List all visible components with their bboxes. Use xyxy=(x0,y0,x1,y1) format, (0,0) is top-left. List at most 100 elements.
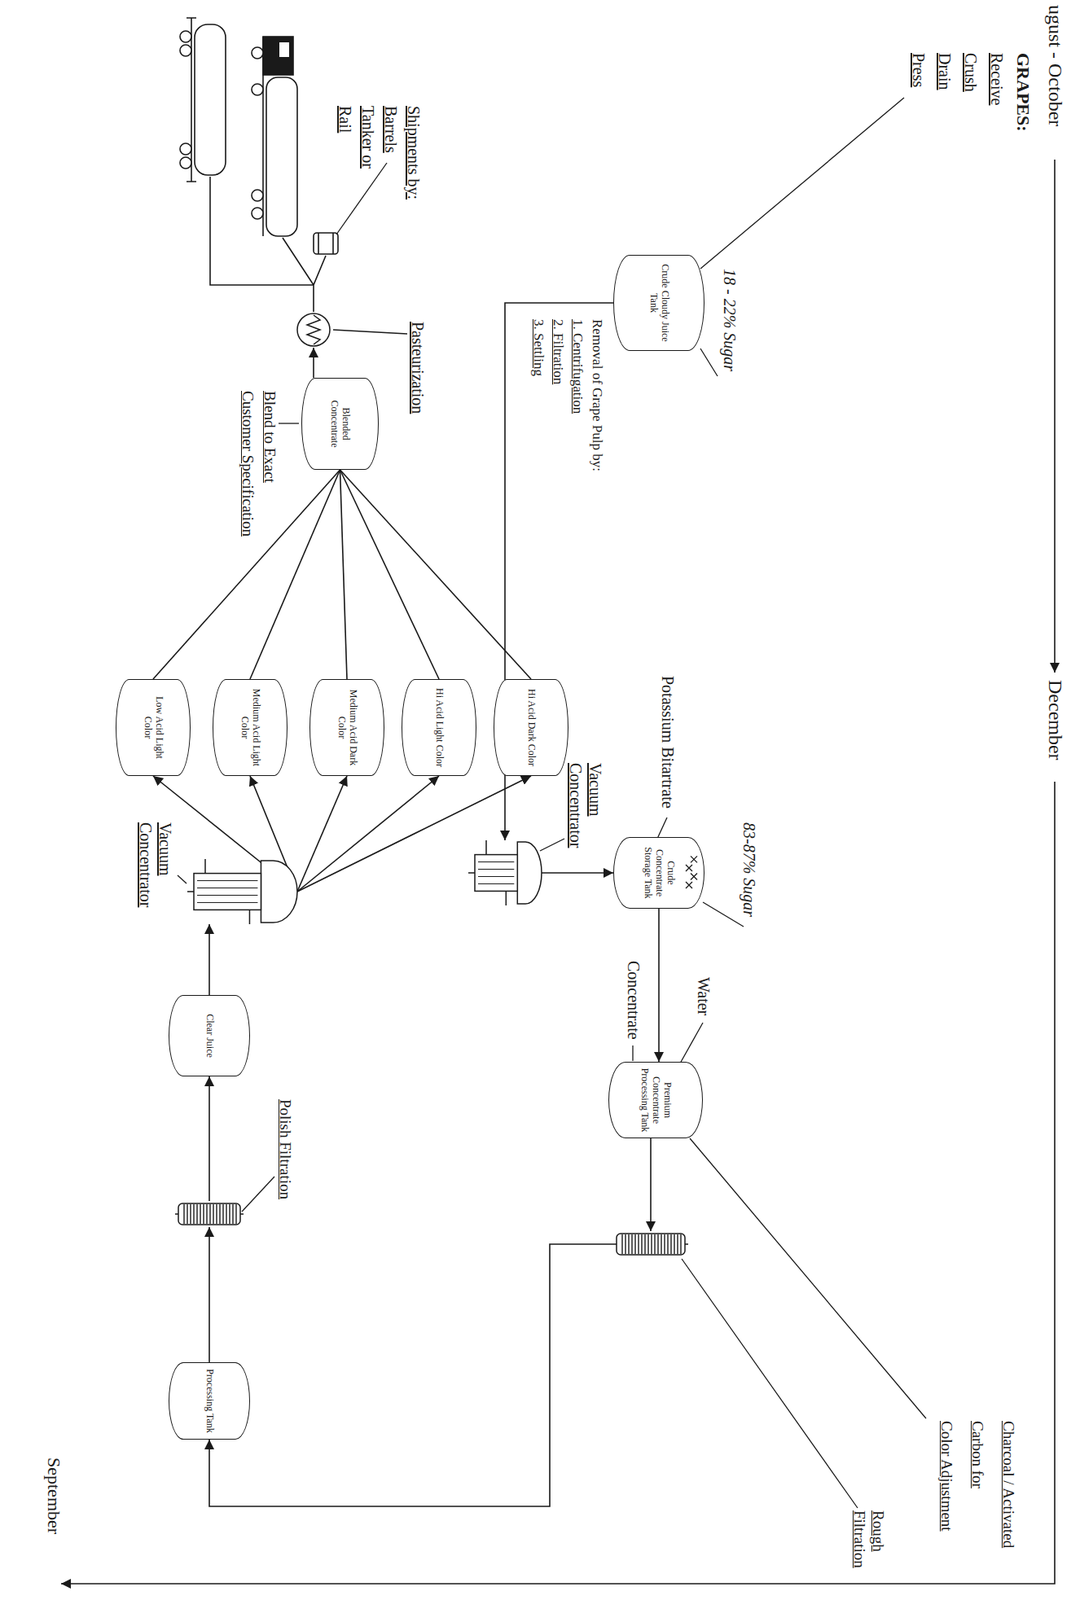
wheel xyxy=(179,44,192,57)
leader-lines xyxy=(177,97,927,1509)
filter-media xyxy=(202,1204,204,1225)
nozzle xyxy=(468,840,506,906)
leader-line xyxy=(278,422,299,424)
tank-label: Medium Acid Dark Color xyxy=(335,684,359,771)
tank-label: Clear Juice xyxy=(203,1013,216,1058)
wheel xyxy=(179,30,192,43)
barrel-hoop xyxy=(318,232,334,255)
concentrate-tank: Hi Acid Light Color xyxy=(401,679,477,777)
shipment-label: Tanker or xyxy=(358,105,378,169)
shipment-label: Shipments by: xyxy=(403,105,423,200)
tank-label: Medium Acid Light Color xyxy=(238,684,262,771)
leader-line xyxy=(539,838,565,852)
concentrate-tank: Hi Acid Dark Color xyxy=(493,679,569,777)
filter-media xyxy=(624,1234,626,1255)
filter-media xyxy=(235,1204,237,1225)
rail-car-body xyxy=(194,24,226,176)
flow-line xyxy=(541,872,614,874)
sugar-note: 83-87% Sugar xyxy=(739,822,759,918)
wheel xyxy=(251,83,264,96)
flow-line xyxy=(340,469,532,680)
tube xyxy=(197,902,258,904)
filter-media xyxy=(228,1204,230,1225)
step-label: Customer Specification xyxy=(238,390,257,537)
tank-label: Low Acid Light Color xyxy=(141,684,165,771)
note-item: 3. Settling xyxy=(530,319,547,377)
flow-line xyxy=(340,469,348,680)
leader-line xyxy=(700,97,905,269)
filter-media xyxy=(663,1234,665,1255)
leader-line xyxy=(702,902,744,927)
additive-label: Water xyxy=(693,977,713,1016)
tube xyxy=(478,861,514,863)
filter-media xyxy=(680,1234,681,1255)
storage-tank: Crude Cloudy Juice Tank xyxy=(613,254,705,352)
leader-line xyxy=(657,817,668,839)
flow-line xyxy=(649,1138,652,1232)
heat-exchanger xyxy=(297,313,330,347)
step-label: Drain xyxy=(934,52,954,91)
flow-line xyxy=(297,776,439,892)
leader-line xyxy=(241,1176,275,1212)
note-heading: Removal of Grape Pulp by: xyxy=(588,319,606,472)
filter-media xyxy=(640,1234,642,1255)
juice-tank: Clear Juice xyxy=(168,995,251,1077)
filter-media xyxy=(183,1204,185,1225)
filter-media xyxy=(232,1204,233,1225)
tank-label: Blended Concentrate xyxy=(329,383,352,465)
wheel xyxy=(251,207,264,220)
truck-cab xyxy=(263,36,294,75)
equipment-label: Vacuum Concentrator xyxy=(566,763,606,861)
processing-tank: Premium Concentrate Processing Tank xyxy=(608,1062,703,1139)
filter-media xyxy=(209,1204,211,1225)
filter-media xyxy=(670,1234,672,1255)
vapor-head xyxy=(517,842,542,905)
pasteurizer-symbol xyxy=(295,311,332,348)
filter-media xyxy=(627,1234,629,1255)
shipment-lines xyxy=(210,176,326,312)
nozzle xyxy=(613,1243,689,1246)
barrel xyxy=(313,232,338,255)
tank-label: Premium Concentrate Processing Tank xyxy=(638,1067,672,1133)
additive-label: Charcoal / Activated xyxy=(999,1421,1018,1549)
filter-symbol xyxy=(613,1231,689,1258)
filter-media xyxy=(657,1234,659,1255)
filter-media xyxy=(634,1234,636,1255)
tube xyxy=(478,876,514,878)
concentrate-tank: Low Acid Light Color xyxy=(115,679,191,777)
leader-line xyxy=(681,1259,858,1509)
filter-media xyxy=(206,1204,207,1225)
tube xyxy=(478,883,514,885)
tanker-body xyxy=(266,77,298,237)
filter-media xyxy=(650,1234,652,1255)
pasteurizer: Pasteurization xyxy=(295,311,332,348)
timeline-label: ugust - October xyxy=(1043,4,1067,127)
truck-window xyxy=(279,42,290,58)
shipment-label: Barrels xyxy=(381,105,400,154)
leader-line xyxy=(689,1138,927,1419)
flow-line xyxy=(312,347,315,378)
filter-media xyxy=(212,1204,214,1225)
equipment-label: Vacuum Concentrator xyxy=(136,822,176,921)
tank-label: Processing Tank xyxy=(203,1369,216,1434)
wheel xyxy=(251,47,264,59)
leader-line xyxy=(632,1045,633,1062)
flow-line xyxy=(208,924,211,996)
leader-line xyxy=(680,1022,703,1064)
tube-shell xyxy=(193,873,261,911)
processing-tank: Processing Tank xyxy=(168,1362,251,1440)
sugar-note: 18 - 22% Sugar xyxy=(719,268,739,372)
flow-line xyxy=(297,776,532,892)
timeline-arrow xyxy=(61,781,1055,1585)
tank-label: Crude Concentrate Storage Tank xyxy=(641,842,676,904)
flow-line xyxy=(208,1076,211,1202)
filter-media xyxy=(225,1204,227,1225)
filter-media xyxy=(647,1234,649,1255)
nozzle xyxy=(187,859,250,925)
filter-media xyxy=(631,1234,633,1255)
filter-media xyxy=(193,1204,194,1225)
vacuum-concentrator-symbol xyxy=(187,859,298,925)
step-label: Blend to Exact xyxy=(260,390,279,483)
flow-line xyxy=(340,469,440,680)
filter-media xyxy=(667,1234,668,1255)
